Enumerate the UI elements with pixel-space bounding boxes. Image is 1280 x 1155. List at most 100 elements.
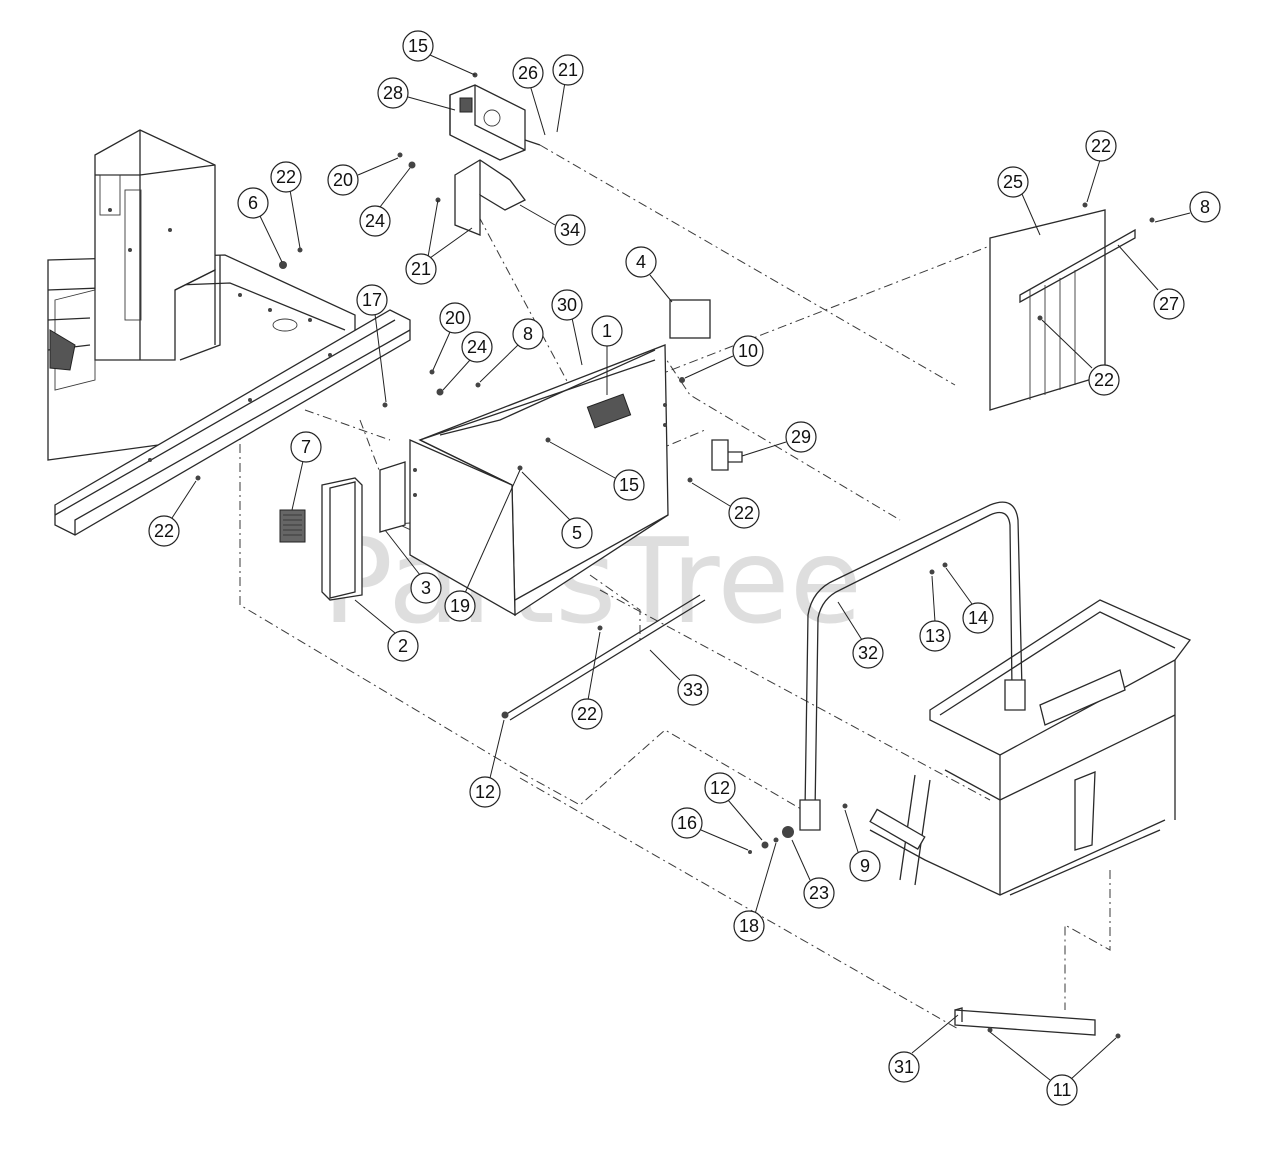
part-32-handle	[799, 501, 1026, 831]
callout-15-mid: 15	[549, 441, 645, 501]
svg-text:9: 9	[860, 856, 870, 876]
callouts: 15 26 21 28 20 24 34 22 6 21 22 25 8 27 …	[148, 30, 1221, 1106]
part-29-bracket	[711, 439, 743, 471]
callout-22-upper-left: 22	[270, 161, 302, 249]
callout-34: 34	[519, 204, 586, 246]
callout-24-mid: 24	[442, 331, 493, 391]
part-30-housing	[409, 344, 669, 617]
callout-3: 3	[384, 529, 442, 604]
callout-24-top: 24	[359, 167, 411, 237]
svg-text:12: 12	[475, 782, 495, 802]
callout-17: 17	[356, 284, 388, 403]
svg-text:15: 15	[619, 475, 639, 495]
callout-10: 10	[684, 335, 764, 379]
part-3-plate	[379, 461, 406, 533]
svg-text:16: 16	[677, 813, 697, 833]
callout-27: 27	[1117, 244, 1185, 320]
callout-29: 29	[741, 421, 817, 457]
callout-22-right-mid: 22	[691, 482, 760, 529]
callout-23: 23	[791, 839, 835, 909]
svg-text:12: 12	[710, 778, 730, 798]
callout-8-mid: 8	[479, 318, 544, 383]
svg-text:5: 5	[572, 523, 582, 543]
svg-text:22: 22	[154, 521, 174, 541]
callout-30: 30	[551, 289, 583, 366]
callout-22-right-top: 22	[1085, 130, 1117, 203]
svg-text:33: 33	[683, 680, 703, 700]
svg-text:11: 11	[1053, 1080, 1072, 1100]
svg-text:27: 27	[1159, 294, 1179, 314]
callout-32: 32	[837, 601, 884, 669]
hardware	[195, 72, 1155, 1039]
svg-text:21: 21	[411, 259, 431, 279]
svg-text:19: 19	[450, 596, 470, 616]
bag-frame	[869, 599, 1192, 896]
part-25-panel	[989, 209, 1136, 411]
callout-11: 11	[989, 1031, 1117, 1106]
svg-text:6: 6	[248, 193, 258, 213]
callout-12-right: 12	[704, 772, 763, 841]
svg-text:22: 22	[276, 167, 296, 187]
svg-text:1: 1	[602, 321, 612, 341]
svg-text:29: 29	[791, 427, 811, 447]
svg-text:31: 31	[894, 1057, 914, 1077]
svg-text:24: 24	[365, 211, 385, 231]
callout-21-top: 21	[552, 54, 584, 133]
callout-13: 13	[919, 575, 951, 652]
callout-20-top: 20	[327, 157, 399, 196]
callout-7: 7	[290, 431, 322, 511]
assembly-lines	[239, 144, 1111, 1031]
callout-8-right: 8	[1154, 191, 1221, 223]
chassis-frame	[47, 129, 411, 536]
callout-1: 1	[591, 315, 623, 395]
svg-text:20: 20	[333, 170, 353, 190]
part-2-cover	[321, 477, 363, 601]
callout-33: 33	[649, 649, 709, 706]
svg-text:20: 20	[445, 308, 465, 328]
part-7-grille	[279, 509, 306, 543]
callout-6: 6	[237, 187, 283, 263]
svg-text:8: 8	[1200, 197, 1210, 217]
callout-16: 16	[671, 807, 749, 851]
callout-31: 31	[888, 1014, 959, 1083]
svg-text:15: 15	[408, 36, 428, 56]
part-34-bracket	[454, 159, 526, 236]
part-31-bar	[954, 1007, 1096, 1036]
callout-21-mid: 21	[405, 199, 473, 285]
svg-text:25: 25	[1003, 172, 1023, 192]
svg-text:22: 22	[734, 503, 754, 523]
part-33-rod	[504, 594, 706, 721]
callout-4: 4	[625, 246, 673, 303]
callout-18: 18	[733, 842, 777, 942]
svg-text:14: 14	[968, 608, 988, 628]
callout-14: 14	[945, 567, 994, 634]
callout-9: 9	[844, 809, 881, 882]
callout-15-top: 15	[402, 30, 476, 76]
svg-text:22: 22	[1094, 370, 1114, 390]
svg-text:23: 23	[809, 883, 829, 903]
callout-25: 25	[997, 166, 1041, 236]
part-28-bracket	[449, 84, 541, 161]
svg-text:26: 26	[518, 63, 538, 83]
svg-text:10: 10	[738, 341, 758, 361]
svg-text:32: 32	[858, 643, 878, 663]
callout-26: 26	[512, 57, 546, 136]
callout-22-bottom-mid: 22	[571, 631, 603, 730]
svg-text:28: 28	[383, 83, 403, 103]
svg-text:22: 22	[577, 704, 597, 724]
svg-text:18: 18	[739, 916, 759, 936]
callout-19: 19	[444, 469, 521, 622]
svg-text:24: 24	[467, 337, 487, 357]
svg-text:4: 4	[636, 252, 646, 272]
svg-text:3: 3	[421, 578, 431, 598]
svg-text:7: 7	[301, 437, 311, 457]
part-4-plate	[669, 299, 711, 339]
svg-text:8: 8	[523, 324, 533, 344]
svg-text:13: 13	[925, 626, 945, 646]
callout-22-bottom-left: 22	[148, 480, 197, 547]
callout-2: 2	[354, 599, 419, 662]
svg-text:34: 34	[560, 220, 580, 240]
callout-20-mid: 20	[432, 302, 471, 371]
svg-text:30: 30	[557, 295, 577, 315]
